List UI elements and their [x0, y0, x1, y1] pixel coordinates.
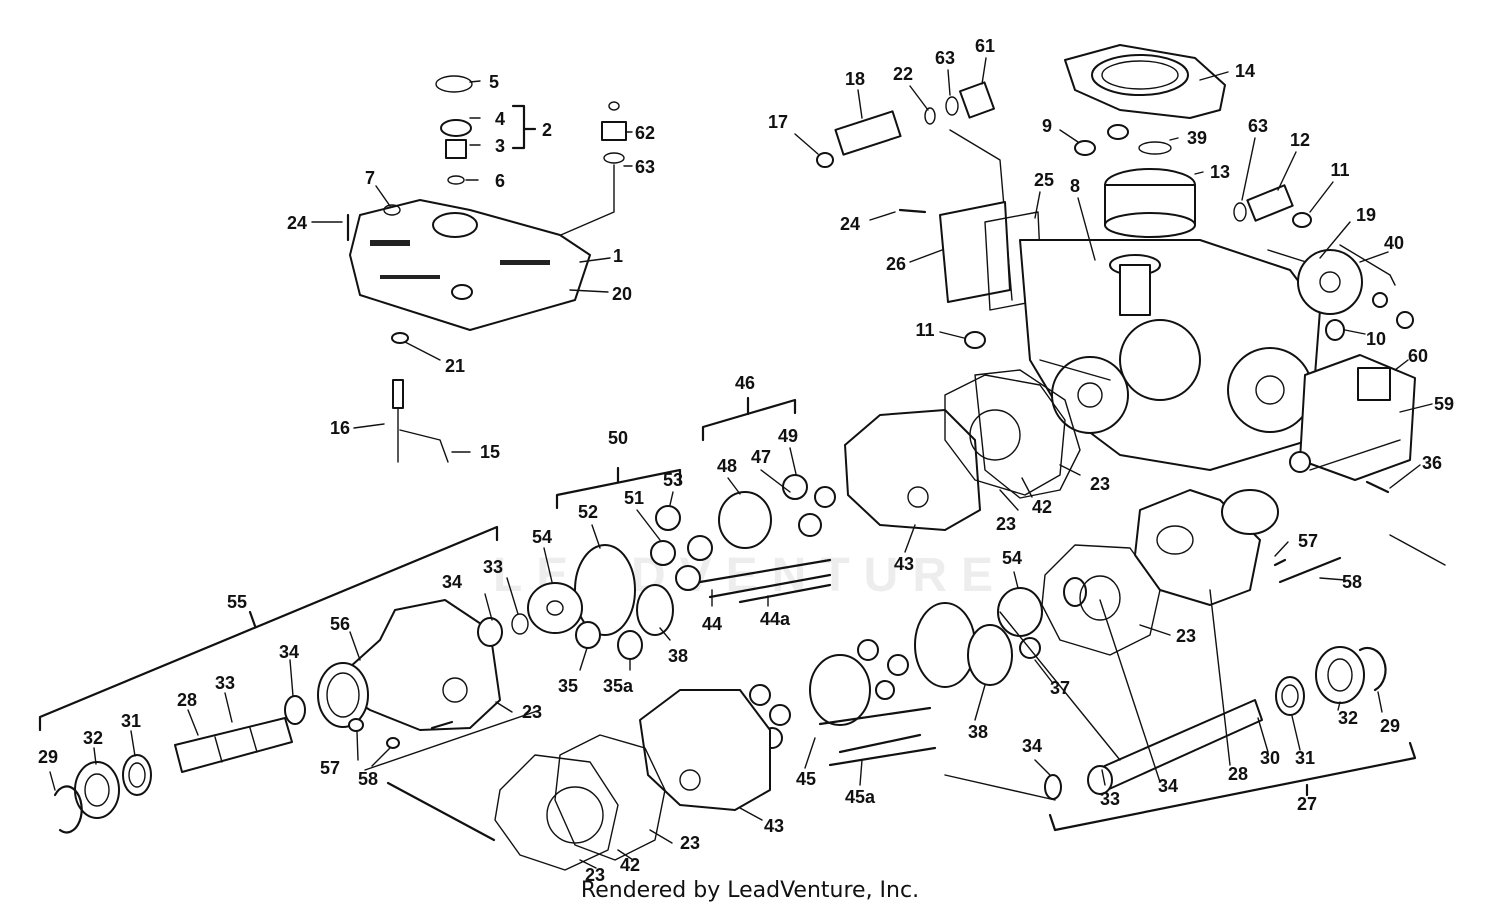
callout-43-lower: 43 [764, 816, 784, 836]
callout-32-right: 32 [1338, 708, 1358, 728]
callout-59: 59 [1434, 394, 1454, 414]
callout-4: 4 [495, 109, 505, 129]
callout-35: 35 [558, 676, 578, 696]
callout-39: 39 [1187, 128, 1207, 148]
callout-28-left: 28 [177, 690, 197, 710]
callout-31-right: 31 [1295, 748, 1315, 768]
callout-38-right: 38 [968, 722, 988, 742]
callout-45a: 45a [845, 787, 876, 807]
render-credit: Rendered by LeadVenture, Inc. [580, 878, 920, 903]
callout-35a: 35a [603, 676, 634, 696]
callout-63-top-left: 63 [635, 157, 655, 177]
callout-19: 19 [1356, 205, 1376, 225]
callout-58-right: 58 [1342, 572, 1362, 592]
callout-23-left: 23 [522, 702, 542, 722]
callout-7: 7 [365, 168, 375, 188]
callout-23-lower-mid: 23 [680, 833, 700, 853]
callout-13: 13 [1210, 162, 1230, 182]
callout-20: 20 [612, 284, 632, 304]
callout-12: 12 [1290, 130, 1310, 150]
callout-32-left: 32 [83, 728, 103, 748]
callout-50: 50 [608, 428, 628, 448]
callout-44a: 44a [760, 609, 791, 629]
callout-47: 47 [751, 447, 771, 467]
callout-53: 53 [663, 470, 683, 490]
callout-23-right: 23 [1176, 626, 1196, 646]
callout-49: 49 [778, 426, 798, 446]
callout-27: 27 [1297, 794, 1317, 814]
callout-45: 45 [796, 769, 816, 789]
callout-23-upper-mid: 23 [996, 514, 1016, 534]
callout-38-left: 38 [668, 646, 688, 666]
main-housing-assembly [816, 44, 1416, 494]
callout-21: 21 [445, 356, 465, 376]
reduction-gear-sets [527, 369, 1081, 767]
callout-11-top: 11 [1330, 160, 1349, 180]
left-axle-assembly [38, 525, 529, 834]
callout-62: 62 [635, 123, 655, 143]
callout-42-upper: 42 [1032, 497, 1052, 517]
callout-40: 40 [1384, 233, 1404, 253]
callout-5: 5 [489, 72, 499, 92]
callout-34-right-low: 34 [1022, 736, 1042, 756]
callout-11-lower: 11 [915, 320, 934, 340]
callout-51: 51 [624, 488, 644, 508]
callout-31-left: 31 [121, 711, 141, 731]
lower-housing-assembly [364, 611, 1121, 871]
callout-63-top: 63 [935, 48, 955, 68]
callout-33-right: 33 [1100, 789, 1120, 809]
callout-18: 18 [845, 69, 865, 89]
callout-3: 3 [495, 136, 505, 156]
callout-8: 8 [1070, 176, 1080, 196]
callout-29-right: 29 [1380, 716, 1400, 736]
callout-labels: 5 4 3 2 6 62 63 7 24 1 20 21 16 15 18 22… [38, 36, 1454, 885]
callout-60: 60 [1408, 346, 1428, 366]
callout-34-left: 34 [279, 642, 299, 662]
right-axle-assembly [944, 489, 1446, 832]
callout-26: 26 [886, 254, 906, 274]
callout-2: 2 [542, 120, 552, 140]
callout-29-left: 29 [38, 747, 58, 767]
callout-57-right: 57 [1298, 531, 1318, 551]
callout-37: 37 [1050, 678, 1070, 698]
callout-23-upper-right: 23 [1090, 474, 1110, 494]
callout-48: 48 [717, 456, 737, 476]
callout-34-right: 34 [1158, 776, 1178, 796]
callout-22: 22 [893, 64, 913, 84]
callout-54-right: 54 [1002, 548, 1022, 568]
callout-24-right: 24 [840, 214, 860, 234]
callout-17: 17 [768, 112, 788, 132]
callout-46: 46 [735, 373, 755, 393]
callout-58-left: 58 [358, 769, 378, 789]
callout-25: 25 [1034, 170, 1054, 190]
top-cover-assembly [346, 75, 627, 463]
callout-61: 61 [975, 36, 995, 56]
callout-15: 15 [480, 442, 500, 462]
callout-55: 55 [227, 592, 247, 612]
callout-43-upper: 43 [894, 554, 914, 574]
callout-9: 9 [1042, 116, 1052, 136]
callout-33-left: 33 [215, 673, 235, 693]
callout-44: 44 [702, 614, 722, 634]
callout-6: 6 [495, 171, 505, 191]
callout-28-right: 28 [1228, 764, 1248, 784]
callout-63-right: 63 [1248, 116, 1268, 136]
callout-10: 10 [1366, 329, 1386, 349]
callout-36: 36 [1422, 453, 1442, 473]
callout-54-left: 54 [532, 527, 552, 547]
callout-30: 30 [1260, 748, 1280, 768]
leader-lines [49, 57, 1433, 869]
callout-23-lower-left: 23 [585, 865, 605, 885]
callout-33-upper: 33 [483, 557, 503, 577]
callout-1: 1 [613, 246, 623, 266]
callout-24-left: 24 [287, 213, 307, 233]
callout-56: 56 [330, 614, 350, 634]
callout-52: 52 [578, 502, 598, 522]
callout-57-left: 57 [320, 758, 340, 778]
callout-34-upper: 34 [442, 572, 462, 592]
callout-16: 16 [330, 418, 350, 438]
callout-14: 14 [1235, 61, 1255, 81]
callout-42-lower: 42 [620, 855, 640, 875]
